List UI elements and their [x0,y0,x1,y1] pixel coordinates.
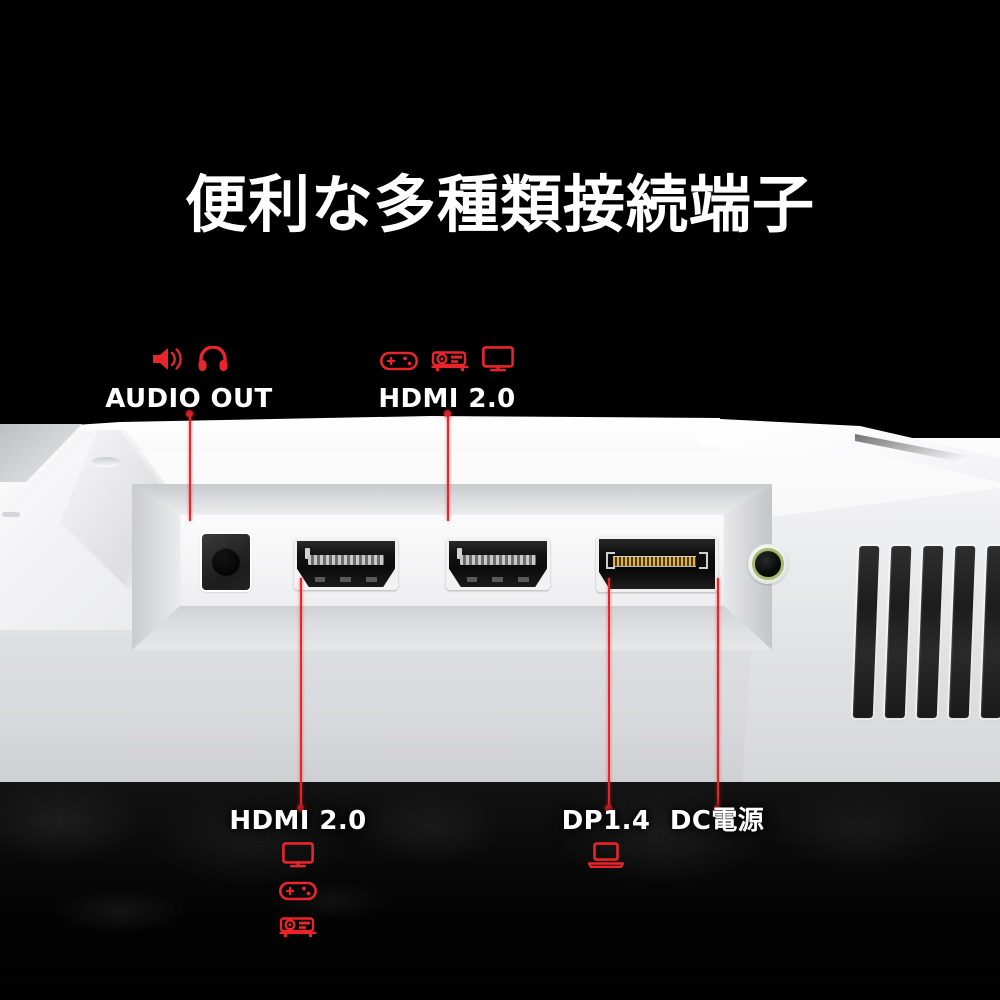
laptop-icon [587,842,625,874]
vent-slot [852,546,880,718]
displayport-port[interactable] [596,536,718,592]
callout-dp-label: DP1.4 [561,806,651,836]
callout-dc-power-label: DC電源 [669,806,765,836]
port-bay-top-wall [132,484,772,514]
callout-hdmi-top-label: HDMI 2.0 [378,384,516,414]
leader-line-dc-power [717,578,719,808]
dc-power-jack[interactable] [748,544,788,584]
hdmi-port-2[interactable] [446,538,550,590]
leader-line-hdmi-top [447,413,449,521]
callout-dp: DP1.4 [531,808,681,874]
vent-slot [884,546,912,718]
leader-dot-dp [605,805,612,812]
leader-dot-hdmi-top [444,410,451,417]
monitor-icon [282,842,314,873]
dc-power-jack-ring [752,548,784,580]
leader-dot-audio-out [186,410,193,417]
vent-slot [916,546,944,718]
audio-out-jack[interactable] [202,534,250,590]
monitor-icon [482,346,514,377]
projector-icon [431,348,469,377]
ventilation-slots [852,546,1000,722]
callout-hdmi-bottom-icons [198,842,398,943]
page-title: 便利な多種類接続端子 [184,168,815,241]
hdmi-port-1-cavity [297,541,395,587]
callout-dc-power: DC電源 [642,808,792,834]
photo-backdrop [0,781,1000,1000]
displayport-pins [612,556,697,567]
hdmi-port-2-contacts [459,554,537,565]
callout-dp-icons [531,842,681,874]
hdmi-port-1-feet [314,577,378,583]
chassis-left-dash [2,512,20,517]
leader-dot-dc-power [714,805,721,812]
hdmi-port-2-notch [456,548,462,560]
port-bay [132,484,788,650]
displayport-bracket-right [699,552,709,569]
leader-dot-hdmi-bottom [297,805,304,812]
callout-hdmi-top: HDMI 2.0 [347,346,547,412]
hdmi-port-1-contacts [307,554,385,565]
callout-audio-out-icons [89,345,289,377]
vent-slot [980,546,1000,718]
callout-audio-out: AUDIO OUT [89,345,289,414]
hdmi-port-2-feet [466,577,530,583]
port-bay-bottom-wall [132,606,772,650]
hdmi-port-2-cavity [449,541,547,587]
displayport-cavity [599,539,715,589]
callout-audio-out-label: AUDIO OUT [105,384,273,414]
vent-slot [948,546,976,718]
displayport-bracket-left [605,552,615,569]
leader-line-audio-out [189,413,191,521]
leader-line-hdmi-bottom [300,578,302,808]
speaker-icon [151,346,185,377]
callout-hdmi-top-icons [347,346,547,377]
port-bay-backplate [180,514,788,606]
gamepad-icon [379,350,419,377]
chassis-pin-detail [92,457,120,466]
callout-hdmi-bottom-label: HDMI 2.0 [229,806,367,836]
hdmi-port-1-notch [304,548,310,560]
gamepad-icon [278,880,318,907]
headphones-icon [198,345,228,377]
callout-hdmi-bottom: HDMI 2.0 [198,808,398,943]
projector-icon [279,914,317,943]
leader-line-dp [608,578,610,808]
hdmi-port-1[interactable] [294,538,398,590]
